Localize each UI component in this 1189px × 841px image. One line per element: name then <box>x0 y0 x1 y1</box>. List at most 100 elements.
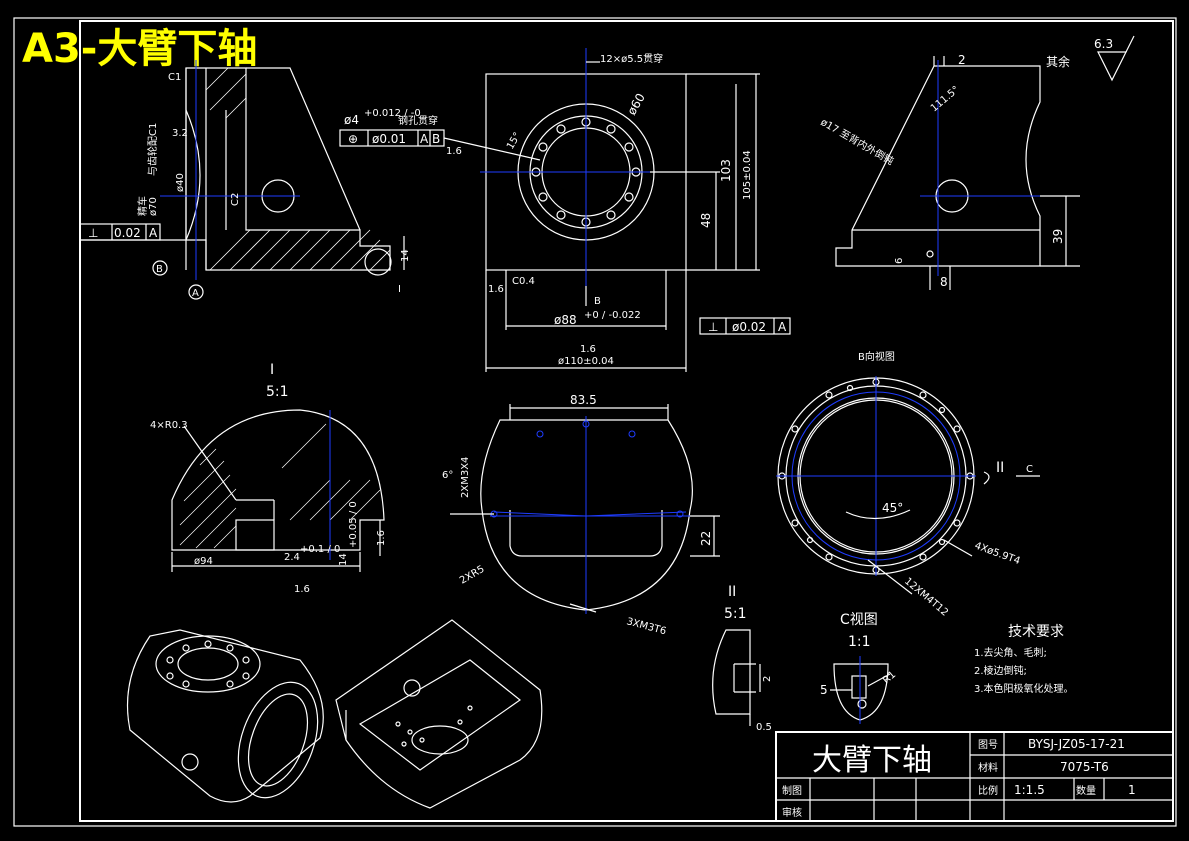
chamfer-c1: C1 <box>168 72 181 83</box>
detail-i-dim14: 14 <box>338 553 349 566</box>
dim-dia70: ø70 <box>148 197 159 216</box>
bottom-view <box>450 404 720 614</box>
perp-tol-symbol: ⊥ <box>708 320 718 334</box>
chamfer-c2: C2 <box>230 193 241 206</box>
pos-tol-value: ø0.01 <box>372 132 406 146</box>
iso-view-left <box>126 629 324 803</box>
tb-drawing-no-label: 图号 <box>978 739 998 751</box>
perp-tol-value: ø0.02 <box>732 320 766 334</box>
tb-draw-label: 制图 <box>782 784 802 797</box>
tb-part-name: 大臂下轴 <box>812 743 932 778</box>
tech-item-3: 3.本色阳极氧化处理。 <box>974 682 1074 695</box>
detail-i-dim24-tol: +0.1 / 0 <box>300 544 340 555</box>
pos-tol-symbol: ⊕ <box>348 132 358 146</box>
bottom-dim-22: 22 <box>699 531 713 546</box>
datum-b-label: B <box>156 264 163 275</box>
dim-dia60: ø60 <box>624 91 647 118</box>
dim-dia110: ø110±0.04 <box>558 356 614 367</box>
bottom-threads-3xm3t6: 3XM3T6 <box>625 616 667 637</box>
tol-perp-value: 0.02 <box>114 226 141 240</box>
detail-i-radius: 4×R0.3 <box>150 420 188 431</box>
detail-ii-view <box>712 629 761 726</box>
rest-label: 其余 <box>1046 54 1070 69</box>
ra-16-a: 1.6 <box>446 146 462 157</box>
bottom-threads-2xm3x4: 2XM3X4 <box>460 457 471 498</box>
tb-drawing-no: BYSJ-JZ05-17-21 <box>1028 737 1125 751</box>
tech-title: 技术要求 <box>1008 624 1064 640</box>
dim-48: 48 <box>699 213 713 228</box>
view-b-ref-c: C <box>1026 464 1033 475</box>
outer-border <box>13 17 1177 827</box>
tb-review-label: 审核 <box>782 806 802 819</box>
angle-15: 15° <box>505 131 523 152</box>
dim-105: 105±0.04 <box>742 150 753 200</box>
hole-dia4-tol: +0.012 / -0 <box>364 108 421 119</box>
view-b-threads: 12XM4T12 <box>902 576 950 619</box>
detail-ii-dim2: 2 <box>762 676 773 682</box>
detail-i-dia94: ø94 <box>194 556 213 567</box>
detail-ii-label: II <box>728 584 736 600</box>
tech-item-2: 2.棱边倒钝; <box>974 664 1027 677</box>
chamfer-c04: C0.4 <box>512 276 535 287</box>
view-b <box>776 376 1040 595</box>
detail-i-ra-b: 1.6 <box>294 584 310 595</box>
view-b-label: B向视图 <box>858 350 895 363</box>
dim-39: 39 <box>1051 229 1065 244</box>
ra-16-c: 1.6 <box>580 344 596 355</box>
view-c-r1: R1 <box>881 669 898 686</box>
main-section-view <box>79 60 405 300</box>
view-b-holes: 4Xø5.9T4 <box>973 540 1022 567</box>
iso-view-right <box>335 619 543 809</box>
roughness-32: 3.2 <box>172 128 188 139</box>
angle-1115: 111.5° <box>929 84 962 114</box>
detail-i-dim24: 2.4 <box>284 552 300 563</box>
dim-dia88-tol: +0 / -0.022 <box>584 310 641 321</box>
detail-ref-i: I <box>398 284 401 295</box>
holes-12x55: 12×ø5.5贯穿 <box>600 52 663 65</box>
bottom-radius-2xr5: 2XR5 <box>458 564 486 587</box>
dim-dia88: ø88 <box>554 313 577 327</box>
hole-dia4: ø4 <box>344 113 359 127</box>
view-c-label: C视图 <box>840 612 878 628</box>
tol-perp-datum: A <box>149 226 158 240</box>
dim-103: 103 <box>719 159 733 182</box>
detail-i-dim14-tol: +0.05 / 0 <box>348 501 359 548</box>
note-fine-turn: 精车 <box>136 196 149 216</box>
pos-tol-datum-a: A <box>420 132 429 146</box>
detail-i-label: I <box>270 362 274 378</box>
dim-8: 8 <box>940 275 948 289</box>
side-view <box>835 35 1135 290</box>
bottom-dim-835: 83.5 <box>570 393 597 407</box>
detail-ii-dim05: 0.5 <box>756 722 772 733</box>
view-c-scale: 1:1 <box>848 634 871 650</box>
datum-b-front: B <box>594 296 601 307</box>
rest-ra-63: 6.3 <box>1094 37 1113 51</box>
tb-material: 7075-T6 <box>1060 760 1109 774</box>
detail-ii-scale: 5:1 <box>724 606 747 622</box>
dim-dia40: ø40 <box>175 173 186 192</box>
tb-qty: 1 <box>1128 783 1136 797</box>
datum-a-label: A <box>192 288 199 299</box>
inner-border <box>79 20 1174 822</box>
dim-14: 14 <box>400 249 411 262</box>
view-b-angle-45: 45° <box>882 501 903 515</box>
sheet-title: A3-大臂下轴 <box>22 26 257 72</box>
bottom-angle-6: 6° <box>442 470 453 481</box>
pos-tol-datum-b: B <box>432 132 440 146</box>
title-block <box>775 731 1174 822</box>
tol-perp-symbol: ⊥ <box>88 226 98 240</box>
view-b-ref-ii: II <box>996 460 1004 476</box>
front-view <box>339 48 791 372</box>
view-c-dim5: 5 <box>820 683 828 697</box>
perp-tol-datum: A <box>778 320 787 334</box>
note-fit-gear: 与齿轮配C1 <box>146 123 159 176</box>
detail-i-ra-a: 1.6 <box>376 530 387 546</box>
hole-dia4-note: 钢孔贯穿 <box>398 114 438 127</box>
dim-2-side: 2 <box>958 53 966 67</box>
hole-dia17: ø17 至背内外倒钝 <box>819 115 897 167</box>
detail-i-view <box>171 409 385 572</box>
dim-6: 6 <box>894 258 905 264</box>
view-c <box>830 656 891 724</box>
tb-scale-label: 比例 <box>978 784 998 797</box>
